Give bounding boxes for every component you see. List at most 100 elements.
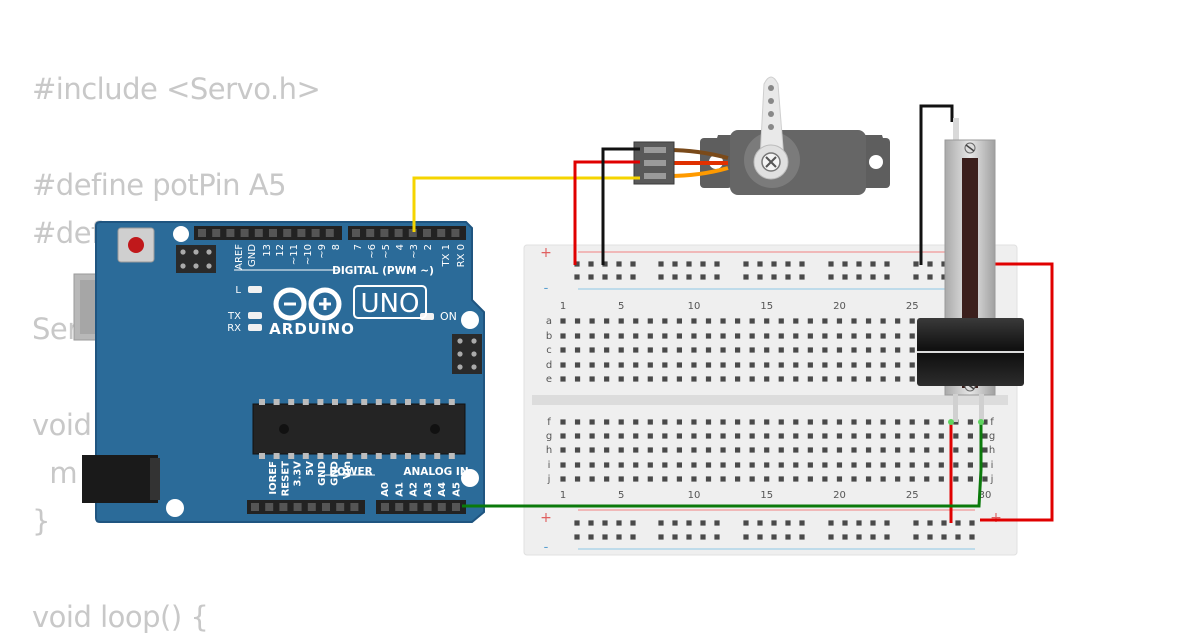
breadboard-hole xyxy=(672,520,678,526)
breadboard-hole xyxy=(691,347,697,353)
breadboard-hole xyxy=(602,261,608,267)
breadboard-hole xyxy=(865,347,872,353)
header-pin xyxy=(297,229,306,237)
row-label: c xyxy=(546,345,552,356)
breadboard-hole xyxy=(589,419,595,425)
breadboard-hole xyxy=(836,318,843,324)
breadboard-hole xyxy=(749,419,755,425)
breadboard-hole xyxy=(691,376,697,382)
breadboard-hole xyxy=(749,433,755,439)
breadboard-hole xyxy=(822,447,828,453)
breadboard-hole xyxy=(691,333,697,339)
breadboard-hole xyxy=(967,419,973,425)
mounting-hole xyxy=(166,499,184,517)
breadboard-hole xyxy=(851,318,857,324)
breadboard-hole xyxy=(743,534,749,540)
breadboard-hole xyxy=(822,333,828,339)
breadboard-hole xyxy=(856,261,862,267)
breadboard-hole xyxy=(836,447,843,453)
header-pin xyxy=(240,229,249,237)
breadboard-hole xyxy=(705,318,712,324)
breadboard-hole xyxy=(749,447,755,453)
breadboard-hole xyxy=(822,347,828,353)
breadboard-hole xyxy=(793,476,799,482)
breadboard-hole xyxy=(793,333,799,339)
breadboard-hole xyxy=(686,520,692,526)
breadboard-hole xyxy=(588,520,594,526)
breadboard-hole xyxy=(705,376,712,382)
breadboard-hole xyxy=(588,274,594,280)
breadboard-hole xyxy=(720,462,726,468)
header-pin xyxy=(395,503,404,511)
breadboard-hole xyxy=(764,362,770,368)
breadboard-hole xyxy=(604,476,610,482)
breadboard-hole xyxy=(705,333,712,339)
row-label: f xyxy=(990,417,994,428)
breadboard-hole xyxy=(764,347,770,353)
breadboard-hole xyxy=(865,333,872,339)
digital-header-2 xyxy=(348,226,466,240)
breadboard-hole xyxy=(785,274,791,280)
digital-pin-label: TX 1 xyxy=(441,244,452,268)
servo-horn xyxy=(759,76,785,161)
header-pin xyxy=(226,229,235,237)
digital-pin-label: AREF xyxy=(234,244,245,270)
breadboard-hole xyxy=(633,433,639,439)
breadboard-hole xyxy=(686,274,692,280)
breadboard-hole xyxy=(967,447,973,453)
header-pin xyxy=(336,503,345,511)
breadboard-hole xyxy=(743,274,749,280)
breadboard-hole xyxy=(880,333,886,339)
digital-pin-label: 7 xyxy=(353,244,364,250)
breadboard-hole xyxy=(647,347,653,353)
breadboard-hole xyxy=(807,318,813,324)
breadboard-hole xyxy=(720,333,726,339)
breadboard-hole xyxy=(953,462,959,468)
breadboard-hole xyxy=(865,362,872,368)
code-line: #def xyxy=(32,216,101,250)
breadboard-hole xyxy=(856,520,862,526)
power-pin-label: RESET xyxy=(280,461,291,497)
breadboard-hole xyxy=(955,534,961,540)
breadboard-hole xyxy=(589,318,595,324)
breadboard-hole xyxy=(828,520,834,526)
header-pin xyxy=(293,503,302,511)
header-pin xyxy=(325,229,334,237)
breadboard-hole xyxy=(895,376,901,382)
breadboard-hole xyxy=(705,462,712,468)
breadboard-hole xyxy=(749,347,755,353)
power-pin-label: 3.3V xyxy=(293,461,304,487)
power-pin-label: GND xyxy=(317,461,328,486)
breadboard-hole xyxy=(647,462,653,468)
breadboard-hole xyxy=(865,419,872,425)
breadboard-hole xyxy=(691,433,697,439)
breadboard-hole xyxy=(574,419,581,425)
power-pin-label: IOREF xyxy=(268,461,279,495)
breadboard-hole xyxy=(757,261,763,267)
breadboard-hole xyxy=(836,333,843,339)
breadboard-hole xyxy=(953,433,959,439)
breadboard-hole xyxy=(662,433,668,439)
breadboard-hole xyxy=(836,376,843,382)
breadboard-hole xyxy=(895,476,901,482)
breadboard-hole xyxy=(895,447,901,453)
breadboard-hole xyxy=(735,447,741,453)
breadboard-hole xyxy=(574,362,581,368)
breadboard-hole xyxy=(560,362,566,368)
breadboard-hole xyxy=(941,534,947,540)
header-pin xyxy=(265,503,274,511)
breadboard-hole xyxy=(714,274,720,280)
analog-pin-label: A5 xyxy=(452,482,463,497)
breadboard-hole xyxy=(778,462,784,468)
breadboard-hole xyxy=(735,333,741,339)
header-pin xyxy=(409,503,418,511)
row-label: i xyxy=(991,460,994,471)
breadboard-hole xyxy=(658,534,664,540)
breadboard-hole xyxy=(633,347,639,353)
breadboard-hole xyxy=(749,462,755,468)
breadboard-hole xyxy=(618,376,624,382)
breadboard-hole xyxy=(764,462,770,468)
breadboard-hole xyxy=(604,376,610,382)
row-label: e xyxy=(546,374,552,385)
